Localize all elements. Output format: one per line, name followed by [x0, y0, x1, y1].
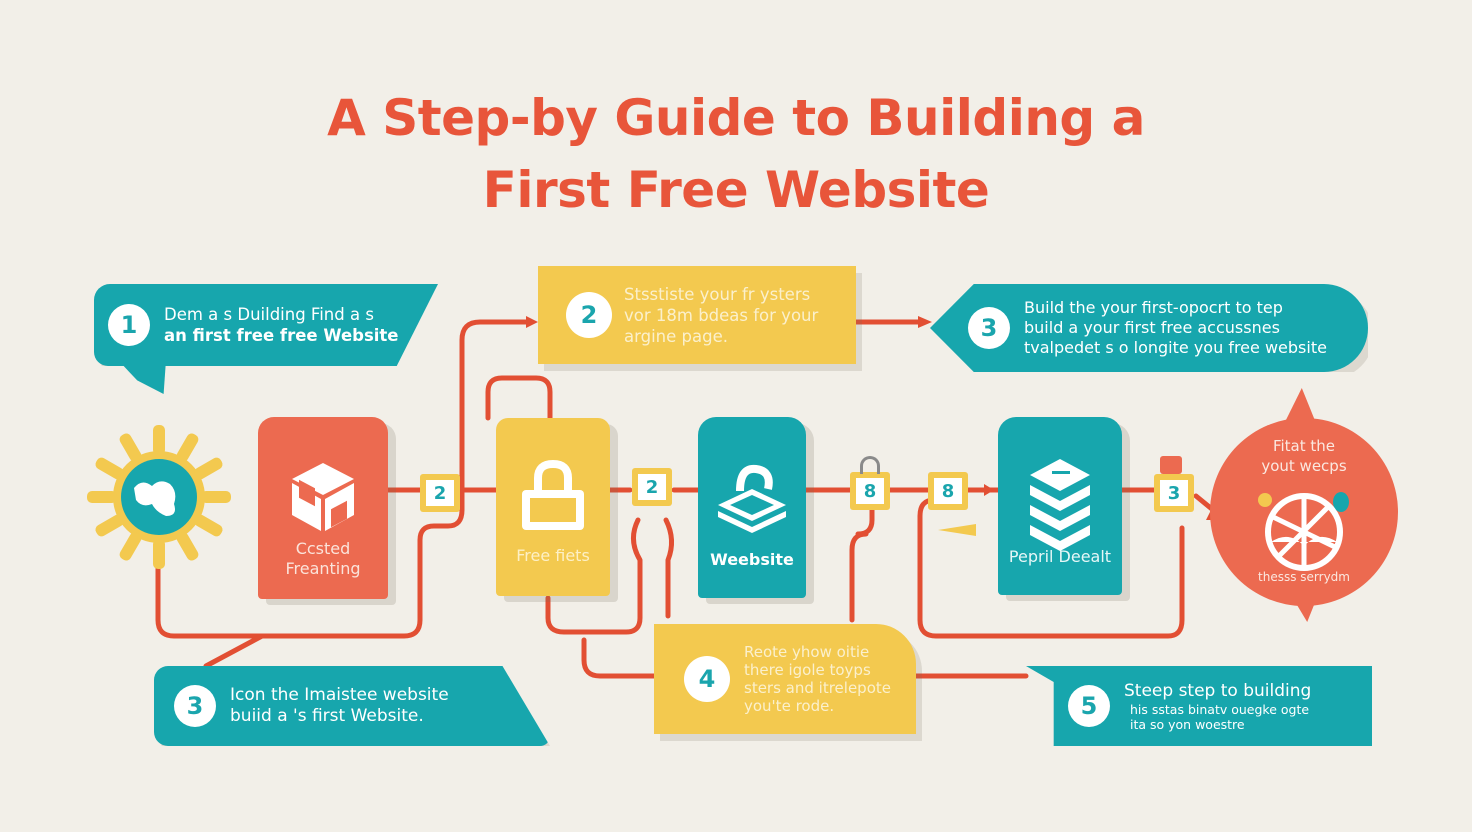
step-badge-2: 2: [420, 474, 460, 512]
result-bubble: Fitat the yout wecps thesss serrydm: [1210, 418, 1398, 606]
page-title: A Step-by Guide to Building a First Free…: [0, 82, 1472, 226]
tile-label-line: Free fiets: [516, 546, 590, 565]
callout-text-line: Dem a s Duilding Find a s: [164, 305, 374, 324]
globe-leaf-icon: [1249, 486, 1359, 576]
box-icon: [290, 461, 356, 537]
tile-website: Weebsite: [698, 417, 806, 598]
callout-text-line: Build the your first-opocrt to tep: [1024, 298, 1283, 317]
callout-step-5: 5 Steep step to building his sstas binat…: [1026, 666, 1372, 746]
tile-label-line: Ccsted: [295, 539, 351, 558]
callout-text-line: his sstas binatv ouegke ogte: [1130, 701, 1310, 717]
step-number-badge: 3: [174, 685, 216, 727]
stack-icon: [1028, 455, 1092, 555]
callout-text-line: Stsstiste your fr ysters: [624, 284, 811, 304]
callout-text-line: argine page.: [624, 326, 728, 346]
bubble-caption: thesss serrydm: [1258, 570, 1350, 584]
callout-text-line: tvalpedet s o longite you free website: [1024, 338, 1327, 357]
plug-icon: [1160, 456, 1182, 474]
callout-text-line: sters and itrelepote: [744, 679, 891, 697]
lock-icon: [518, 459, 588, 536]
tile-pepril-default: Pepril Deealt: [998, 417, 1122, 595]
callout-step-3-top: 3 Build the your first-opocrt to tep bui…: [930, 284, 1368, 372]
step-number-badge: 2: [566, 292, 612, 338]
title-line-2: First Free Website: [482, 161, 990, 219]
title-line-1: A Step-by Guide to Building a: [327, 89, 1145, 147]
callout-text-line: an first free free Website: [164, 326, 399, 345]
callout-step-2: 2 Stsstiste your fr ysters vor 18m bdeas…: [538, 266, 856, 364]
tile-label-line: Freanting: [285, 559, 361, 578]
bubble-text-line: Fitat the: [1272, 437, 1336, 455]
step-badge-2b: 2: [632, 468, 672, 506]
step-number-badge: 3: [968, 307, 1010, 349]
padlock-icon: [860, 456, 880, 474]
step-number-badge: 4: [684, 656, 730, 702]
tile-label-line: Weebsite: [710, 550, 794, 569]
step-badge-3: 3: [1154, 474, 1194, 512]
callout-step-4: 4 Reote yhow oitie there igole toyps ste…: [654, 624, 916, 734]
callout-text-line: Reote yhow oitie: [744, 643, 870, 661]
bubble-text-line: yout wecps: [1261, 457, 1347, 475]
callout-text-line: buiid a 's first Website.: [230, 706, 424, 726]
callout-step-1: 1 Dem a s Duilding Find a s an first fre…: [94, 284, 438, 366]
callout-text-line: Icon the Imaistee website: [230, 685, 449, 705]
step-badge-8b: 8: [928, 472, 968, 510]
step-badge-8: 8: [850, 472, 890, 510]
callout-text-line: Steep step to building: [1124, 680, 1312, 701]
tile-free-features: Free fiets: [496, 418, 610, 596]
tile-label-line: Pepril Deealt: [1008, 547, 1112, 566]
callout-text-line: vor 18m bdeas for your: [624, 305, 819, 325]
tile-create-branding: Ccsted Freanting: [258, 417, 388, 599]
callout-text-line: ita so yon woestre: [1130, 716, 1245, 732]
step-number-badge: 5: [1068, 685, 1110, 727]
callout-text-line: you'te rode.: [744, 697, 835, 715]
callout-text-line: build a your first free accussnes: [1024, 318, 1280, 337]
sun-globe-icon: [82, 420, 236, 574]
callout-step-3-bottom: 3 Icon the Imaistee website buiid a 's f…: [154, 666, 550, 746]
step-number-badge: 1: [108, 304, 150, 346]
tray-icon: [712, 461, 792, 541]
callout-text-line: there igole toyps: [744, 661, 871, 679]
